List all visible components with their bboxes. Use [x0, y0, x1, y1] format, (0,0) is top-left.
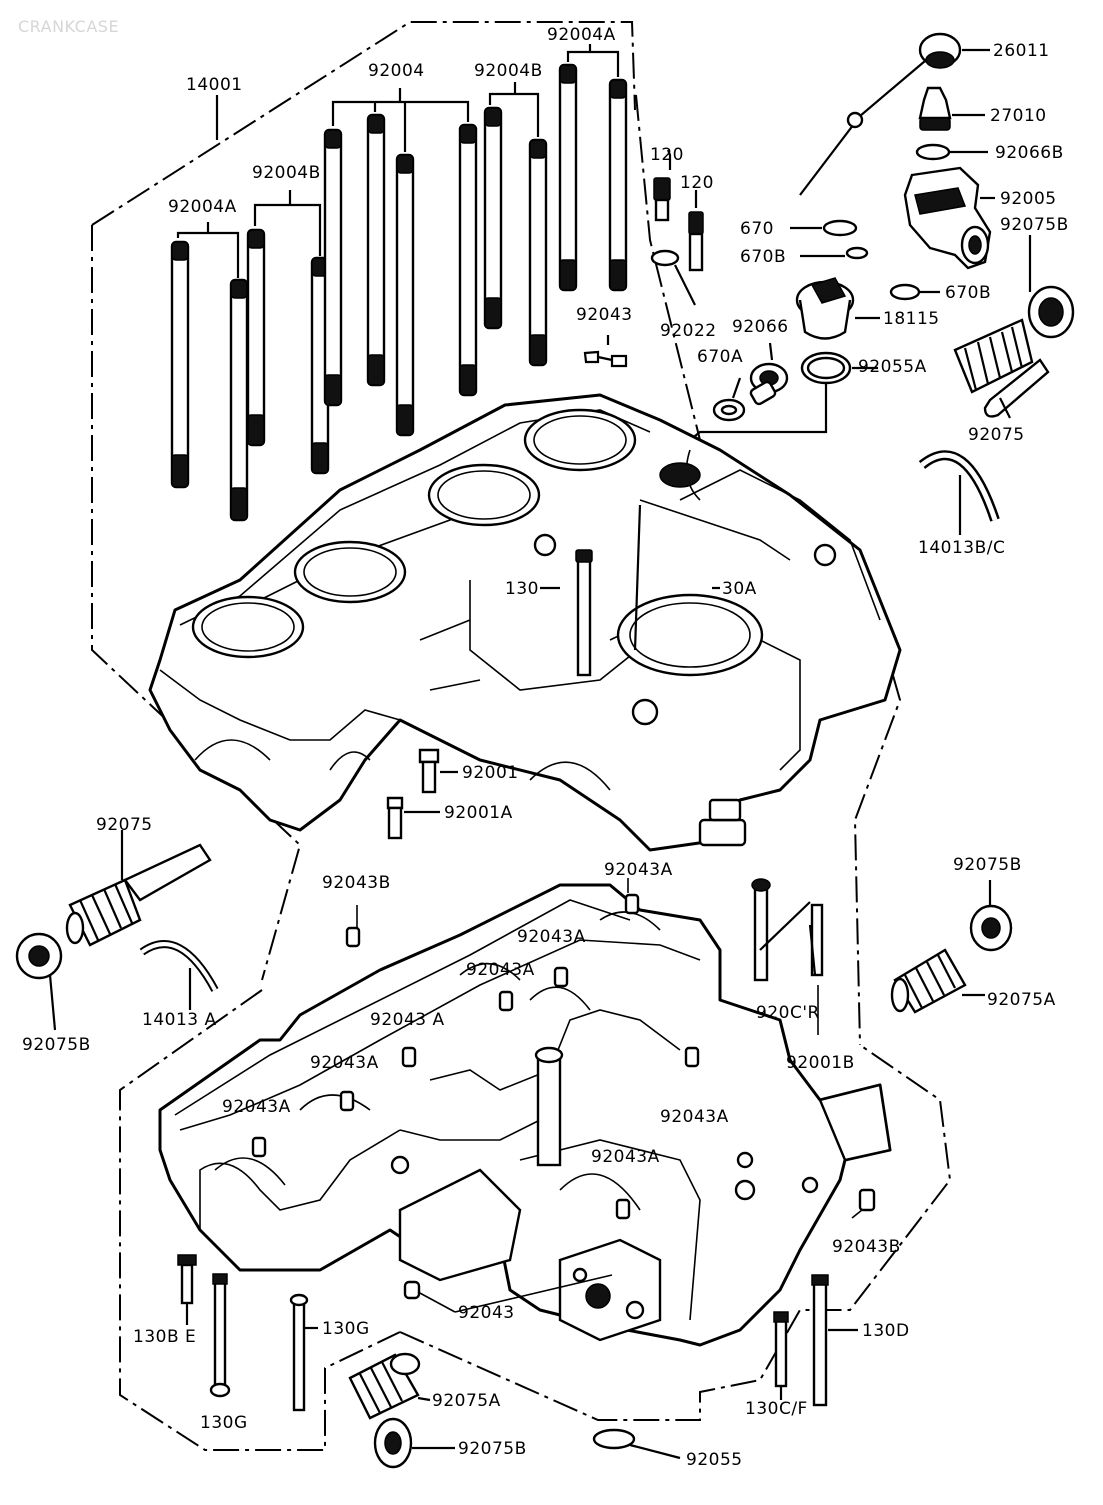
label-92043-top: 92043	[576, 305, 633, 325]
label-92055: 92055	[686, 1450, 743, 1470]
label-92004a-top: 92004A	[547, 25, 616, 45]
label-92043a-2: 92043A	[517, 927, 586, 947]
label-670b-b: 670B	[945, 283, 991, 303]
stud	[366, 113, 386, 387]
shaft-92075a-right	[890, 880, 1013, 1014]
label-92004a-left: 92004A	[168, 197, 237, 217]
bolts-upper	[386, 504, 720, 840]
washers-670	[790, 219, 940, 301]
label-92075a-right: 92075A	[987, 990, 1056, 1010]
label-92043a-6: 92043A	[222, 1097, 291, 1117]
dowel-pins-92043a	[251, 893, 876, 1300]
label-130: 130	[505, 579, 539, 599]
bolts-lower	[177, 1254, 858, 1412]
label-92075b-right-lower: 92075B	[953, 855, 1022, 875]
label-14013bc: 14013B/C	[918, 538, 1005, 558]
oil-plug-92066	[712, 342, 789, 422]
label-92043a-1: 92043A	[604, 860, 673, 880]
leader-lines	[356, 878, 863, 1313]
label-670: 670	[740, 219, 774, 239]
bolts-92001b	[751, 878, 824, 982]
label-92075b-bottom: 92075B	[458, 1439, 527, 1459]
fitting-27010	[915, 86, 988, 161]
stud	[608, 78, 628, 292]
label-92004b-left: 92004B	[252, 163, 321, 183]
shaft-92075a-bottom	[348, 1352, 681, 1469]
label-92043b-top: 92043B	[322, 873, 391, 893]
label-92004b-top: 92004B	[474, 61, 543, 81]
seal-14013bc	[918, 450, 1000, 535]
label-130cf: 130C/F	[745, 1399, 808, 1419]
label-92022: 92022	[660, 321, 717, 341]
label-92043a-5: 92043A	[310, 1053, 379, 1073]
label-130be: 130B E	[133, 1327, 196, 1347]
clips-92043	[583, 335, 628, 368]
label-92075-left: 92075	[96, 815, 153, 835]
stud	[170, 240, 190, 489]
label-92075b-left: 92075B	[22, 1035, 91, 1055]
shaft-92075-left	[15, 830, 219, 1031]
stud	[246, 228, 266, 447]
stud-set	[170, 63, 628, 522]
label-18115: 18115	[883, 309, 940, 329]
label-92075-right: 92075	[968, 425, 1025, 445]
label-130g-b: 130G	[200, 1413, 248, 1433]
stud	[229, 278, 249, 522]
label-14001: 14001	[186, 75, 243, 95]
label-92001: 92001	[462, 763, 519, 783]
label-92066b: 92066B	[995, 143, 1064, 163]
stud	[395, 153, 415, 437]
label-130d: 130D	[862, 1321, 910, 1341]
lower-crankcase	[158, 883, 892, 1347]
label-92055a: 92055A	[858, 357, 927, 377]
label-92066: 92066	[732, 317, 789, 337]
stud	[483, 106, 503, 330]
label-120-b: 120	[680, 173, 714, 193]
part-labels: 14001 92004 92004A 92004B 92004B 92004A …	[22, 25, 1069, 1470]
stud	[458, 123, 478, 397]
label-92001b-b: 92001B	[786, 1053, 855, 1073]
filler-cap-18115	[689, 277, 880, 441]
label-92043-bottom: 92043	[458, 1303, 515, 1323]
label-130a: 30A	[722, 579, 757, 599]
dipstick-26011	[799, 32, 990, 196]
label-92043b-right: 92043B	[832, 1237, 901, 1257]
label-92043a-7: 92043A	[660, 1107, 729, 1127]
label-92001a: 92001A	[444, 803, 513, 823]
stud	[558, 63, 578, 292]
label-120-a: 120	[650, 145, 684, 165]
label-92043a-4: 92043 A	[370, 1010, 445, 1030]
label-130g-a: 130G	[322, 1319, 370, 1339]
label-670b-a: 670B	[740, 247, 786, 267]
stud	[323, 128, 343, 407]
label-92075b-right: 92075B	[1000, 215, 1069, 235]
page-title: CRANKCASE	[18, 17, 119, 36]
label-92004: 92004	[368, 61, 425, 81]
stud	[528, 138, 548, 367]
shaft-92075-right	[953, 235, 1075, 419]
label-27010: 27010	[990, 106, 1047, 126]
label-14013a: 14013 A	[142, 1010, 217, 1030]
label-92075a-bottom: 92075A	[432, 1391, 501, 1411]
upper-crankcase	[148, 393, 902, 852]
label-92001b-a: 920C'R	[756, 1003, 820, 1023]
dowel-pins-120	[650, 149, 704, 306]
stud-label-brackets	[176, 44, 620, 278]
label-670a: 670A	[697, 347, 743, 367]
boundary-outline-lower	[119, 989, 952, 1451]
label-26011: 26011	[993, 41, 1050, 61]
breather-92005	[903, 166, 995, 270]
label-92043a-3: 92043A	[466, 960, 535, 980]
label-92043a-8: 92043A	[591, 1147, 660, 1167]
label-92005: 92005	[1000, 189, 1057, 209]
